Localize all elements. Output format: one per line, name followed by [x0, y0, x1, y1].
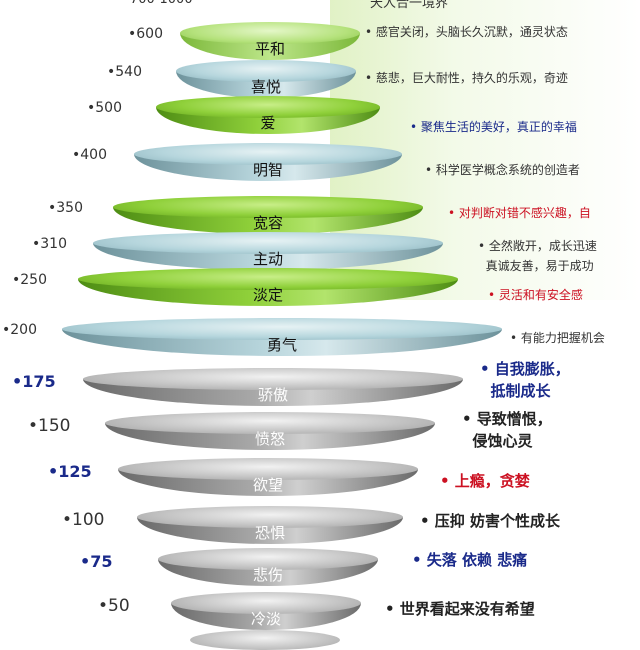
disk-top [105, 412, 435, 434]
disk-top [134, 143, 402, 165]
description-line: • 慈悲，巨大耐性，持久的乐观，奇迹 [365, 71, 568, 85]
description-line: • 失落 依赖 悲痛 [412, 551, 528, 569]
level-label: 喜悦 [250, 78, 281, 96]
level-label: 淡定 [252, 286, 283, 304]
disk-top [180, 22, 360, 44]
level-label: 主动 [252, 250, 283, 268]
level-value: •75 [80, 552, 113, 571]
level-label: 恐惧 [254, 524, 285, 542]
level-value: •310 [32, 236, 67, 252]
level-value: •200 [2, 322, 37, 338]
disk-top [93, 232, 443, 254]
level-disk: 主动 [93, 232, 443, 270]
level-description: • 自我膨胀， 抵制成长 [480, 358, 570, 402]
description-line: • 世界看起来没有希望 [385, 600, 535, 618]
level-value: •250 [12, 272, 47, 288]
description-line: • 灵活和有安全感 [488, 288, 583, 302]
level-description: • 失落 依赖 悲痛 [412, 549, 527, 571]
level-label: 平和 [254, 40, 285, 58]
description-line: • 自我膨胀， [480, 360, 570, 378]
level-value: •400 [72, 147, 107, 163]
level-description: • 世界看起来没有希望 [385, 598, 535, 620]
description-line: • 科学医学概念系统的创造者 [425, 163, 580, 177]
level-disk: 欲望 [118, 458, 418, 496]
description-line: • 对判断对错不感兴趣，自 [448, 206, 591, 220]
disk-top [158, 548, 378, 570]
description-line: • 压抑 妨害个性成长 [420, 512, 561, 530]
disk-top [176, 60, 356, 82]
level-label: 勇气 [266, 336, 297, 354]
disk-top [171, 592, 361, 614]
description-line: • 感官关闭，头脑长久沉默，通灵状态 [365, 25, 568, 39]
level-disk: 宽容 [113, 196, 423, 234]
description-line: • 导致憎恨， [462, 410, 552, 428]
disk-top [118, 458, 418, 480]
level-disk: 悲伤 [158, 548, 378, 586]
level-value: •100 [62, 510, 105, 530]
description-line: • 聚焦生活的美好，真正的幸福 [410, 120, 577, 134]
level-disk: 淡定 [78, 268, 458, 306]
disk-top [137, 506, 403, 528]
level-description: • 灵活和有安全感 [488, 285, 583, 305]
level-description: • 全然敞开，成长迅速 真诚友善，易于成功 [478, 236, 597, 276]
level-label: 明智 [252, 161, 283, 179]
disk-top [156, 96, 380, 118]
level-value: •600 [128, 26, 163, 42]
level-value: •150 [28, 416, 71, 436]
top-level-description: 天人合一境界 [370, 0, 449, 11]
description-line: 侵蚀心灵 [462, 432, 533, 450]
level-description: • 压抑 妨害个性成长 [420, 510, 560, 532]
level-description: • 对判断对错不感兴趣，自 [448, 203, 591, 223]
level-description: • 导致憎恨， 侵蚀心灵 [462, 408, 552, 452]
level-disk: 骄傲 [83, 368, 463, 406]
level-description: • 上瘾，贪婪 [440, 470, 530, 492]
level-disk: 勇气 [62, 318, 502, 356]
level-label: 宽容 [252, 214, 283, 232]
level-description: • 慈悲，巨大耐性，持久的乐观，奇迹 [365, 68, 568, 88]
level-description: • 感官关闭，头脑长久沉默，通灵状态 [365, 22, 568, 42]
disk-top [62, 318, 502, 340]
description-line: 真诚友善，易于成功 [478, 259, 594, 273]
level-disk: 冷淡 [171, 592, 361, 630]
description-line: • 上瘾，贪婪 [440, 472, 530, 490]
level-label: 愤怒 [254, 430, 285, 448]
level-description: • 聚焦生活的美好，真正的幸福 [410, 117, 577, 137]
level-value: •540 [107, 64, 142, 80]
level-description: • 科学医学概念系统的创造者 [425, 160, 580, 180]
level-disk: 平和 [180, 22, 360, 60]
level-label: 悲伤 [252, 566, 283, 584]
level-disk: 爱 [156, 96, 380, 134]
top-level-value: 700-1000 [130, 0, 193, 7]
level-value: •50 [98, 596, 130, 616]
level-label: 欲望 [252, 476, 283, 494]
bottom-partial-disk [190, 630, 340, 650]
description-line: • 全然敞开，成长迅速 [478, 239, 597, 253]
disk-top [113, 196, 423, 218]
level-value: •125 [48, 462, 92, 481]
level-value: •500 [87, 100, 122, 116]
level-label: 冷淡 [250, 610, 281, 628]
level-disk: 喜悦 [176, 60, 356, 98]
description-line: 抵制成长 [480, 382, 551, 400]
level-disk: 恐惧 [137, 506, 403, 544]
disk-top [83, 368, 463, 390]
level-label: 爱 [260, 114, 276, 132]
disk-top [78, 268, 458, 290]
level-value: •350 [48, 200, 83, 216]
level-disk: 愤怒 [105, 412, 435, 450]
level-description: • 有能力把握机会 [510, 328, 605, 348]
level-label: 骄傲 [257, 386, 288, 404]
level-value: •175 [12, 372, 56, 391]
level-disk: 明智 [134, 143, 402, 181]
description-line: • 有能力把握机会 [510, 331, 605, 345]
